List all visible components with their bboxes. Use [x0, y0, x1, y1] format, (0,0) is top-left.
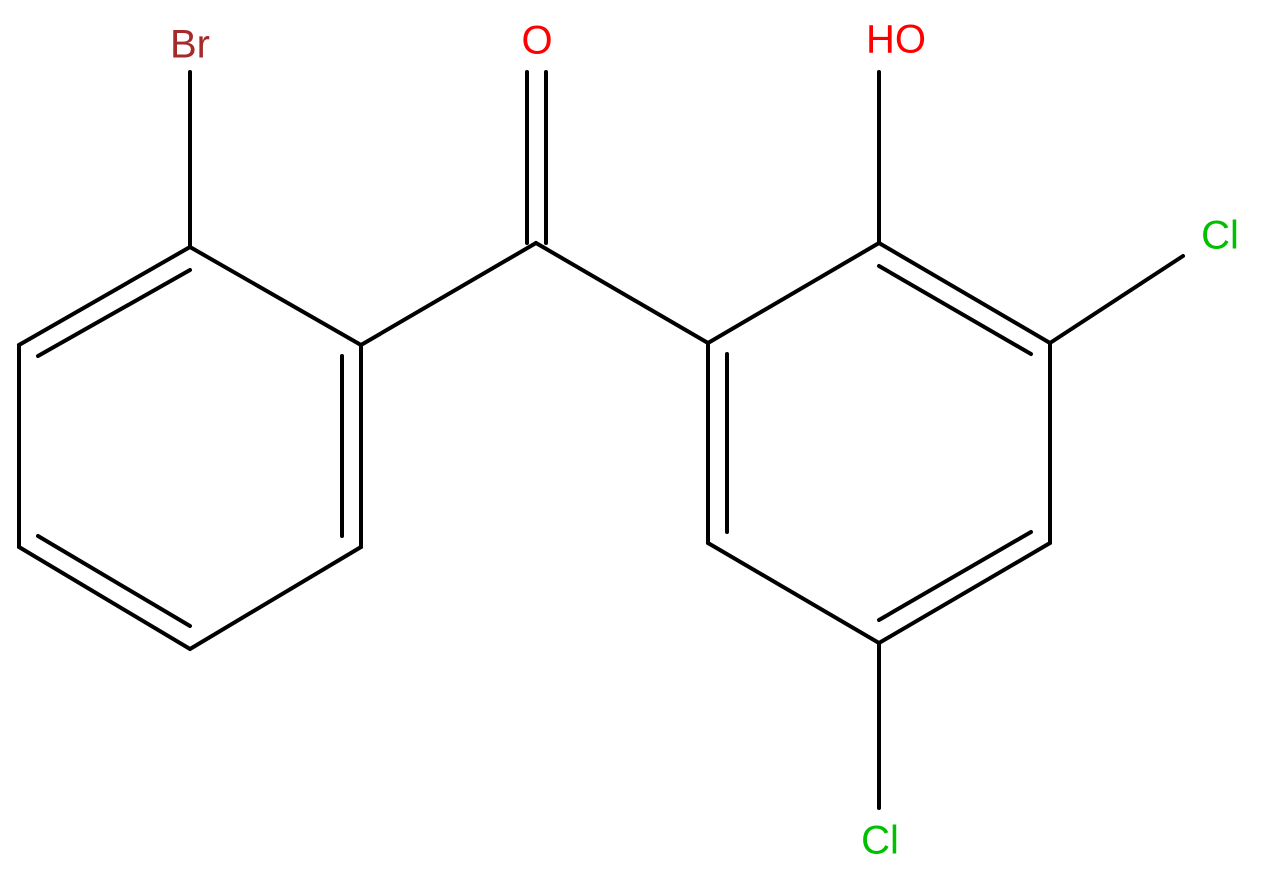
bond-ring2-a — [706, 241, 881, 345]
hydroxyl-label: HO — [866, 18, 926, 62]
carbonyl-oxygen-label: O — [521, 19, 552, 63]
bond-ring2-d — [877, 541, 1052, 645]
bond-ring1-d — [188, 545, 363, 651]
carbonyl-group — [359, 70, 710, 347]
bromine-atom-label: Br — [170, 23, 210, 67]
bond-c-cl-3 — [1048, 254, 1185, 345]
bond-ring2-e — [706, 541, 881, 645]
bond-ring1-c-inner — [36, 534, 192, 628]
bond-ring1-a-inner — [36, 268, 192, 358]
chlorine-5-label: Cl — [861, 819, 899, 863]
bond-ring2-b-inner — [877, 264, 1033, 356]
bromophenyl-ring — [17, 245, 363, 651]
bond-ring1-carbonyl — [359, 241, 538, 347]
bond-carbonyl-ring2 — [534, 241, 710, 345]
bond-ring2-d-inner — [877, 530, 1033, 622]
bond-ring1-a — [17, 245, 192, 347]
bond-ring2-b — [877, 241, 1052, 345]
bond-ring1-f — [188, 245, 363, 347]
bond-ring1-c — [17, 545, 192, 651]
chlorine-3-label: Cl — [1201, 214, 1239, 258]
dichlorohydroxyphenyl-ring — [706, 241, 1052, 645]
